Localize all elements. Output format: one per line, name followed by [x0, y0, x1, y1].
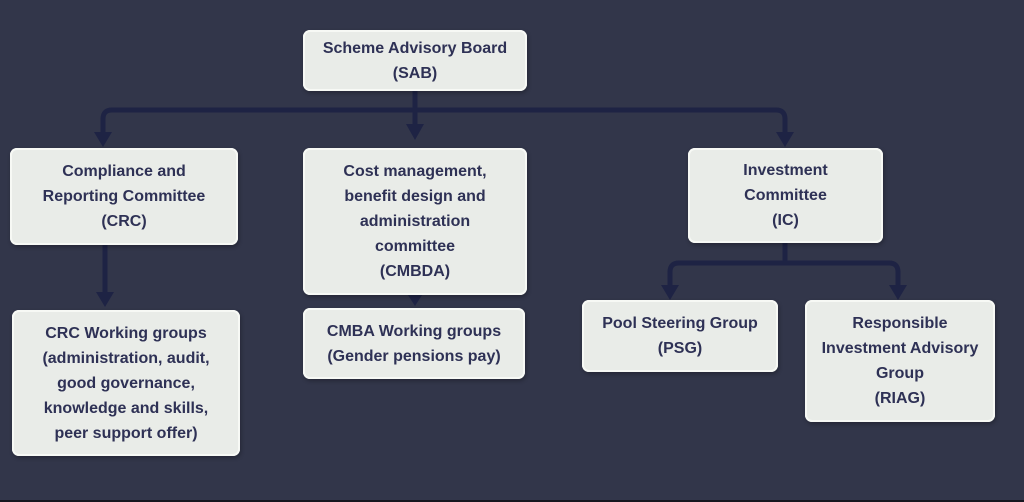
node-pool-steering-group: Pool Steering Group (PSG) [582, 300, 778, 372]
arrowhead-crc [94, 132, 112, 147]
arrowhead-cmbda [406, 124, 424, 140]
node-compliance-reporting-committee: Compliance and Reporting Committee (CRC) [10, 148, 238, 245]
arrowhead-cmba-wg [406, 292, 424, 306]
arrowhead-riag [889, 285, 907, 300]
node-scheme-advisory-board: Scheme Advisory Board (SAB) [303, 30, 527, 91]
arrowhead-crc-wg [96, 292, 114, 307]
bottom-edge-bar [0, 500, 1024, 502]
node-cost-management-committee: Cost management, benefit design and admi… [303, 148, 527, 295]
node-responsible-investment-advisory-group: Responsible Investment Advisory Group (R… [805, 300, 995, 422]
arrowhead-psg [661, 285, 679, 300]
node-cmba-working-groups: CMBA Working groups (Gender pensions pay… [303, 308, 525, 379]
node-crc-working-groups: CRC Working groups (administration, audi… [12, 310, 240, 456]
arrowhead-ic [776, 132, 794, 147]
edge-sab-bracket [100, 107, 788, 134]
node-investment-committee: Investment Committee (IC) [688, 148, 883, 243]
edge-ic-bracket [667, 260, 901, 287]
